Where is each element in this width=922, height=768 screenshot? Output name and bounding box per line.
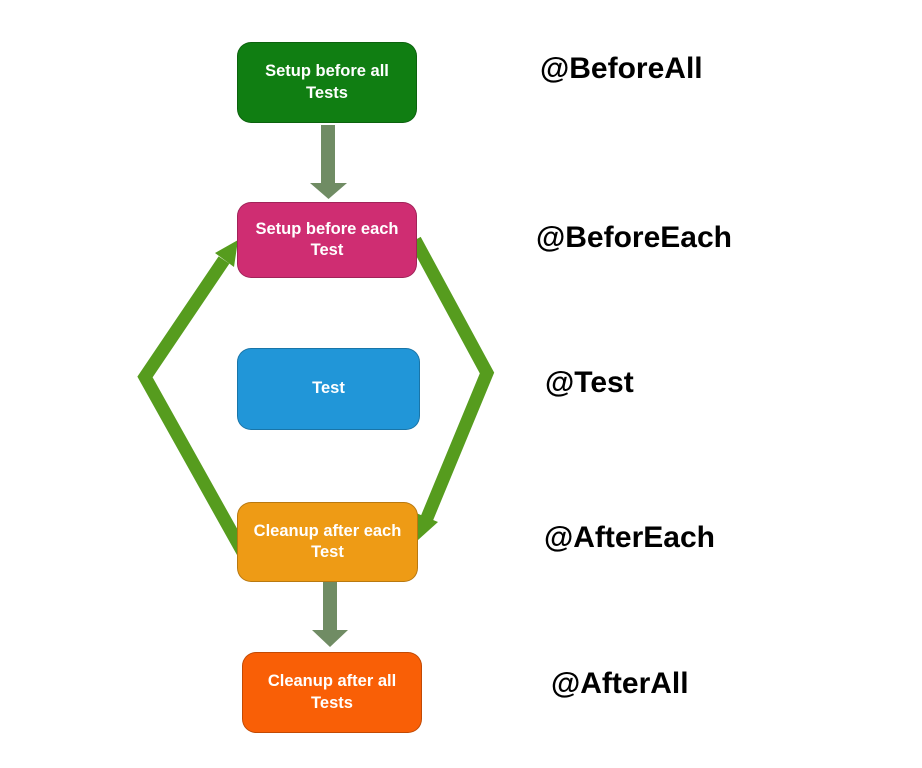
node-before-each-label: Setup before each Test (255, 219, 399, 259)
node-after-all: Cleanup after all Tests (242, 652, 422, 733)
node-before-all: Setup before all Tests (237, 42, 417, 123)
annotation-before-each: @BeforeEach (536, 221, 732, 254)
node-test-label: Test (312, 379, 345, 398)
arrow-after-each-to-after-all-icon (312, 582, 348, 647)
node-before-all-label: Setup before all Tests (265, 62, 389, 102)
arrow-loop-down-right-icon (409, 236, 495, 540)
node-before-each: Setup before each Test (237, 202, 417, 278)
annotation-test: @Test (545, 366, 634, 399)
node-after-each: Cleanup after each Test (237, 502, 418, 582)
annotation-before-all: @BeforeAll (540, 52, 703, 85)
node-after-each-label: Cleanup after each Test (253, 521, 402, 561)
annotation-after-each: @AfterEach (544, 521, 715, 554)
annotation-after-all: @AfterAll (551, 667, 689, 700)
arrow-loop-up-left-icon (137, 240, 256, 569)
node-after-all-label: Cleanup after all Tests (267, 672, 397, 712)
node-test: Test (237, 348, 420, 430)
arrow-before-all-to-before-each-icon (310, 125, 347, 199)
